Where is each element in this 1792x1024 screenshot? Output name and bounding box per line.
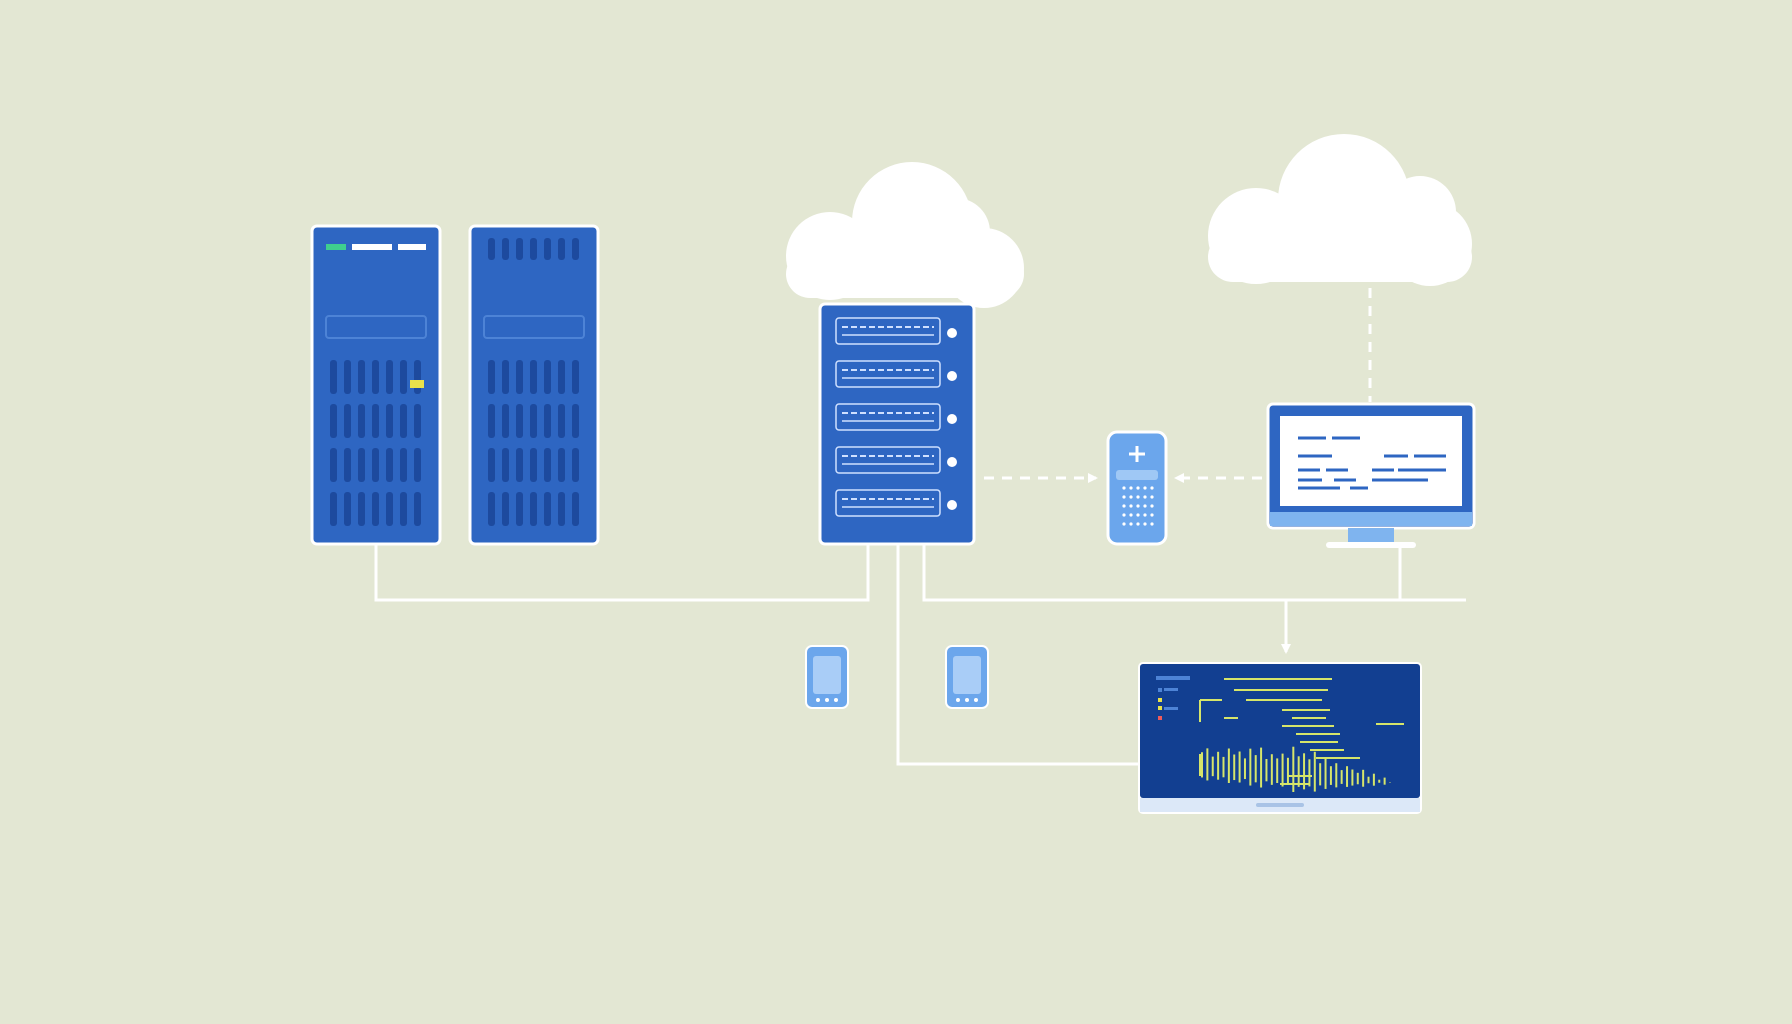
analytics-laptop (1138, 662, 1422, 814)
link-rack-to-laptop (896, 544, 1138, 766)
vent-grille-icon (488, 238, 579, 260)
legend-dot-icon (1158, 698, 1162, 702)
rack-unit (835, 360, 957, 388)
rack-unit (835, 489, 957, 517)
power-indicator-icon (947, 457, 957, 467)
monitor-screen (1280, 416, 1462, 506)
phone-right (945, 645, 989, 709)
medical-cross-icon (1129, 446, 1145, 462)
keypad-icon (1122, 486, 1154, 526)
activity-led-icon (410, 380, 424, 388)
vent-grille-icon (330, 360, 421, 526)
vent-grille-icon (488, 360, 579, 526)
power-indicator-icon (947, 328, 957, 338)
alert-dot-icon (1158, 716, 1162, 720)
status-led-icon (326, 244, 346, 250)
dashboard-screen (1140, 664, 1420, 798)
rack-unit (835, 317, 957, 345)
power-indicator-icon (947, 500, 957, 510)
monitor-bezel (1270, 512, 1472, 526)
rack-unit (835, 446, 957, 474)
cloud-icon (1208, 134, 1472, 286)
phone-left (805, 645, 849, 709)
monitor-stand (1348, 528, 1394, 544)
rack-server (818, 302, 976, 546)
connection-lines (374, 288, 1466, 766)
medical-device (1106, 430, 1168, 546)
monitor-base (1326, 542, 1416, 548)
device-display (1116, 470, 1158, 480)
dashboard-sidebar (1156, 676, 1190, 720)
drive-bay-icon (325, 315, 427, 339)
desktop-monitor (1266, 402, 1476, 548)
tower-server-left (310, 224, 442, 546)
cloud-icon (786, 162, 1024, 308)
drive-bay-icon (483, 315, 585, 339)
screen-text-lines (1298, 436, 1446, 490)
link-rack-to-monitor (922, 544, 1402, 602)
link-tower-to-rack (374, 544, 870, 602)
tower-server-right (468, 224, 600, 546)
dashboard-bar-chart (1201, 746, 1391, 792)
power-indicator-icon (947, 371, 957, 381)
dashboard-text-rows (1199, 678, 1404, 785)
rack-unit (835, 403, 957, 431)
power-indicator-icon (947, 414, 957, 424)
